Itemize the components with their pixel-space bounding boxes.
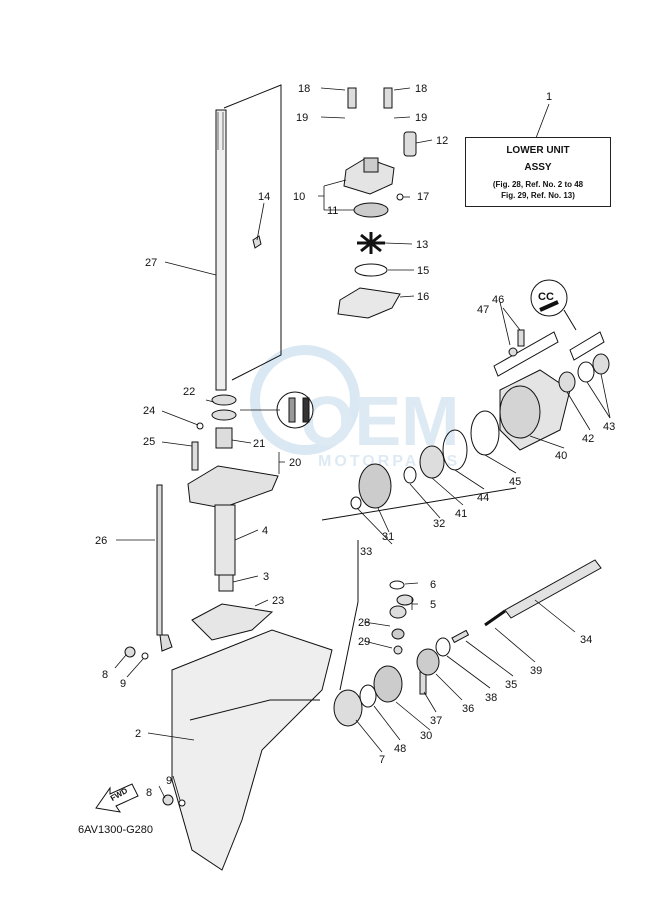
callout-23: 23 <box>272 595 284 607</box>
callout-28: 28 <box>358 617 370 629</box>
callout-36: 36 <box>462 703 474 715</box>
callout-19a: 19 <box>296 112 308 124</box>
callout-26: 26 <box>95 535 107 547</box>
note-title: LOWER UNIT <box>506 145 570 156</box>
assembly-note: LOWER UNIT ASSY (Fig. 28, Ref. No. 2 to … <box>465 137 611 207</box>
note-ref-line2: Fig. 29, Ref. No. 13) <box>501 191 575 200</box>
callout-42: 42 <box>582 433 594 445</box>
pin-14-part <box>252 235 262 249</box>
callout-30: 30 <box>420 730 432 742</box>
callout-2: 2 <box>135 728 141 740</box>
callout-5: 5 <box>430 599 436 611</box>
callout-40: 40 <box>555 450 567 462</box>
callout-8a: 8 <box>102 669 108 681</box>
callout-3: 3 <box>263 571 269 583</box>
callout-21: 21 <box>253 438 265 450</box>
callout-10: 10 <box>293 191 305 203</box>
water-tube <box>191 504 274 641</box>
callout-6: 6 <box>430 579 436 591</box>
callout-9b: 9 <box>166 775 172 787</box>
callout-32: 32 <box>433 518 445 530</box>
prop-housing-group <box>350 279 610 510</box>
callout-22: 22 <box>183 386 195 398</box>
callout-34: 34 <box>580 634 592 646</box>
callout-44: 44 <box>477 492 489 504</box>
callout-12: 12 <box>436 135 448 147</box>
drive-shaft <box>215 109 227 391</box>
callout-38: 38 <box>485 692 497 704</box>
callout-17: 17 <box>417 191 429 203</box>
callout-46: 46 <box>492 294 504 306</box>
callout-16: 16 <box>417 291 429 303</box>
callout-25: 25 <box>143 436 155 448</box>
note-subtitle: ASSY <box>524 162 552 173</box>
callout-18a: 18 <box>298 83 310 95</box>
callout-9a: 9 <box>120 678 126 690</box>
lower-housing <box>124 629 333 871</box>
callout-14: 14 <box>258 191 270 203</box>
callout-11: 11 <box>327 205 338 217</box>
seal-group <box>187 391 314 509</box>
diagram-code: 6AV1300-G280 <box>78 824 154 836</box>
fwd-arrow-icon <box>95 783 139 813</box>
callout-39: 39 <box>530 665 542 677</box>
callout-31: 31 <box>382 531 394 543</box>
callout-48: 48 <box>394 743 406 755</box>
leader-lines <box>114 87 611 801</box>
shift-rod <box>156 484 173 652</box>
callout-27: 27 <box>145 257 157 269</box>
callout-43: 43 <box>603 421 615 433</box>
callout-20: 20 <box>289 457 301 469</box>
callout-7: 7 <box>379 754 385 766</box>
callout-13: 13 <box>416 239 428 251</box>
callout-1: 1 <box>546 91 552 103</box>
callout-29: 29 <box>358 636 370 648</box>
callout-4: 4 <box>262 525 268 537</box>
callout-15: 15 <box>417 265 429 277</box>
callout-37: 37 <box>430 715 442 727</box>
gear-group <box>333 559 602 727</box>
callout-24: 24 <box>143 405 155 417</box>
cc-stamp-label: CC <box>538 291 554 303</box>
callout-19b: 19 <box>415 112 427 124</box>
callout-labels: 1 2 3 4 5 6 7 8 8 9 9 10 11 12 13 14 15 … <box>95 83 615 799</box>
callout-41: 41 <box>455 508 467 520</box>
note-ref-line1: (Fig. 28, Ref. No. 2 to 48 <box>492 180 584 189</box>
callout-18b: 18 <box>415 83 427 95</box>
callout-47: 47 <box>477 304 489 316</box>
callout-45: 45 <box>509 476 521 488</box>
callout-35: 35 <box>505 679 517 691</box>
callout-8b: 8 <box>146 787 152 799</box>
callout-33: 33 <box>360 546 372 558</box>
water-pump-group <box>337 87 417 319</box>
